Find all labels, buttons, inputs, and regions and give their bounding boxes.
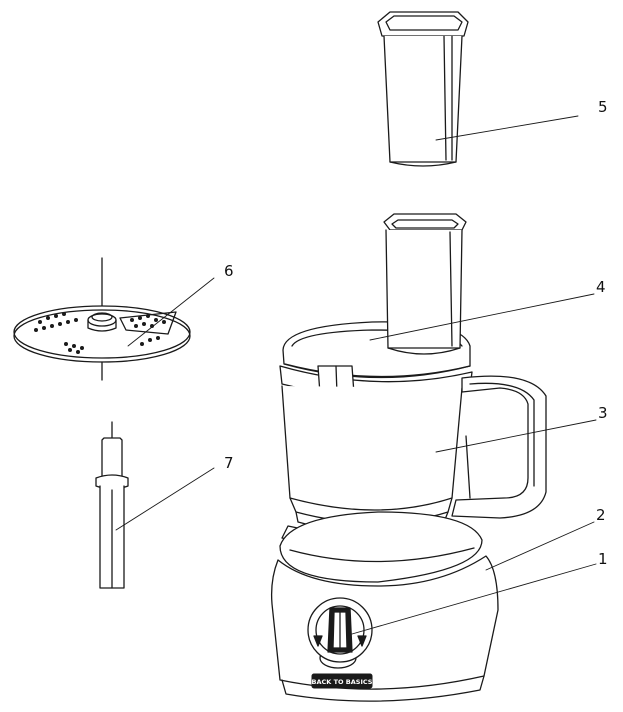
part-label-1: 1: [598, 550, 608, 568]
base-brand-badge: BACK TO BASICS: [311, 673, 373, 689]
part-label-4: 4: [596, 278, 606, 296]
leader-lines: [115, 115, 597, 635]
slicing-disc: [13, 257, 191, 381]
badge-text: BACK TO BASICS: [312, 678, 373, 686]
control-knob: [307, 597, 373, 663]
drive-shaft: [95, 421, 129, 589]
motor-base: [270, 511, 499, 702]
lid-with-feed-tube: [279, 213, 473, 398]
part-label-5: 5: [598, 98, 608, 116]
food-pusher: [377, 11, 469, 167]
work-bowl: [281, 375, 547, 534]
part-label-7: 7: [224, 454, 234, 472]
part-label-3: 3: [598, 404, 608, 422]
part-label-2: 2: [596, 506, 606, 524]
part-label-6: 6: [224, 262, 234, 280]
